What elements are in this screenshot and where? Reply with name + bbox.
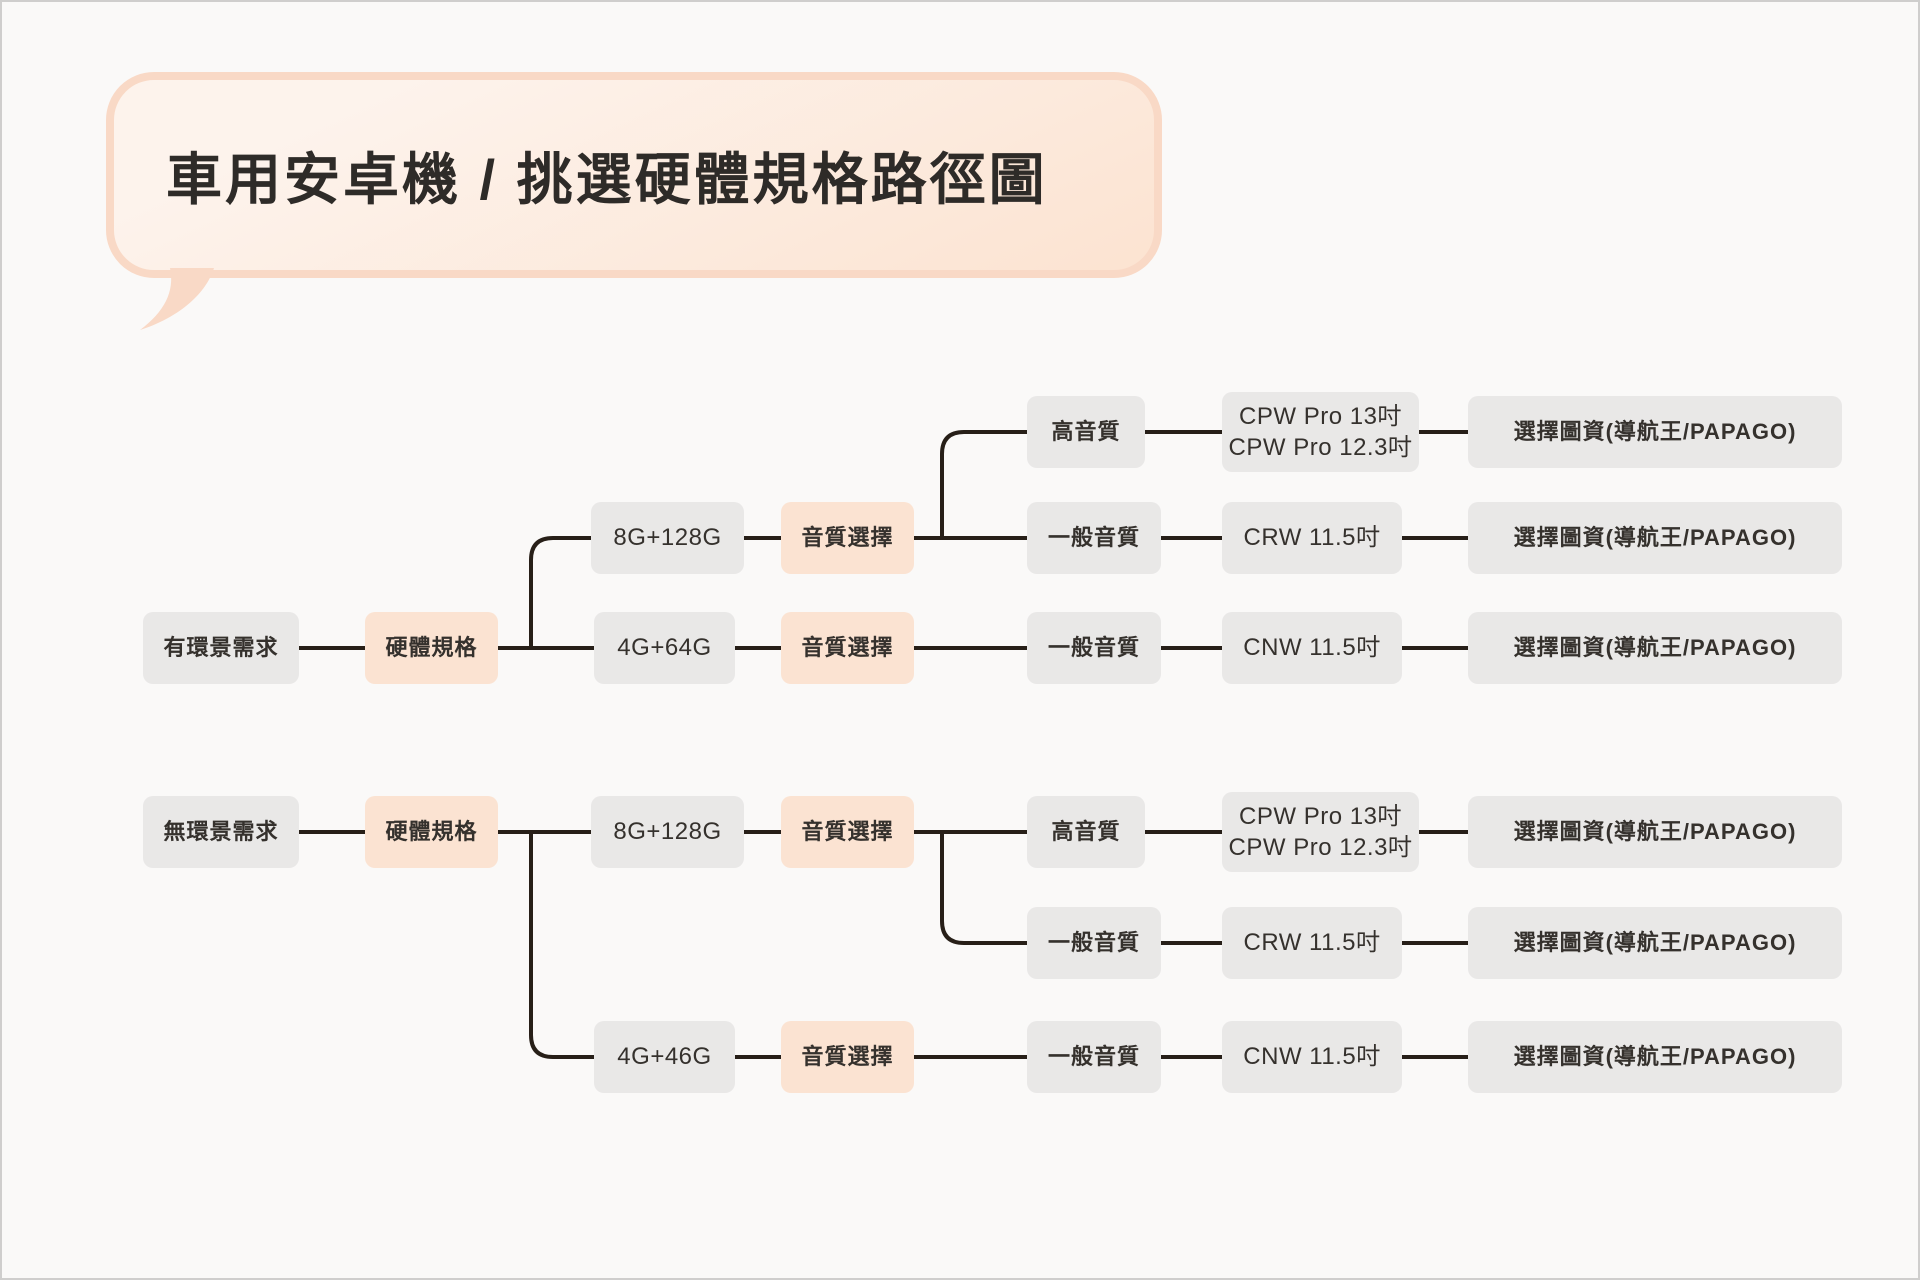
node-normal-audio-a1: 一般音質 [1027, 502, 1161, 574]
node-hifi-audio-b: 高音質 [1027, 796, 1145, 868]
node-storage-4g46g: 4G+46G [594, 1021, 735, 1093]
node-normal-audio-b1: 一般音質 [1027, 907, 1161, 979]
node-map-select-a2: 選擇圖資(導航王/PAPAGO) [1468, 502, 1842, 574]
node-hardware-spec-a: 硬體規格 [365, 612, 498, 684]
bubble-tail [140, 268, 214, 330]
node-storage-4g64g: 4G+64G [594, 612, 735, 684]
node-model-cpw-pro-b: CPW Pro 13吋 CPW Pro 12.3吋 [1222, 792, 1419, 872]
node-model-cpw-pro-a: CPW Pro 13吋 CPW Pro 12.3吋 [1222, 392, 1419, 472]
node-hifi-audio-a: 高音質 [1027, 396, 1145, 468]
node-map-select-a3: 選擇圖資(導航王/PAPAGO) [1468, 612, 1842, 684]
page-title: 車用安卓機 / 挑選硬體規格路徑圖 [166, 147, 1048, 211]
node-normal-audio-a2: 一般音質 [1027, 612, 1161, 684]
node-hardware-spec-b: 硬體規格 [365, 796, 498, 868]
node-model-cnw-b: CNW 11.5吋 [1222, 1021, 1402, 1093]
node-map-select-b1: 選擇圖資(導航王/PAPAGO) [1468, 796, 1842, 868]
node-audio-choice-a1: 音質選擇 [781, 502, 914, 574]
node-map-select-a1: 選擇圖資(導航王/PAPAGO) [1468, 396, 1842, 468]
node-model-cnw-a: CNW 11.5吋 [1222, 612, 1402, 684]
node-audio-choice-a2: 音質選擇 [781, 612, 914, 684]
node-surround-not-required: 無環景需求 [143, 796, 299, 868]
node-model-crw-b: CRW 11.5吋 [1222, 907, 1402, 979]
node-map-select-b3: 選擇圖資(導航王/PAPAGO) [1468, 1021, 1842, 1093]
node-storage-8g128g-a: 8G+128G [591, 502, 744, 574]
node-map-select-b2: 選擇圖資(導航王/PAPAGO) [1468, 907, 1842, 979]
node-surround-required: 有環景需求 [143, 612, 299, 684]
title-bubble: 車用安卓機 / 挑選硬體規格路徑圖 [106, 72, 1162, 278]
node-storage-8g128g-b: 8G+128G [591, 796, 744, 868]
node-audio-choice-b1: 音質選擇 [781, 796, 914, 868]
node-normal-audio-b2: 一般音質 [1027, 1021, 1161, 1093]
node-audio-choice-b2: 音質選擇 [781, 1021, 914, 1093]
node-model-crw-a: CRW 11.5吋 [1222, 502, 1402, 574]
